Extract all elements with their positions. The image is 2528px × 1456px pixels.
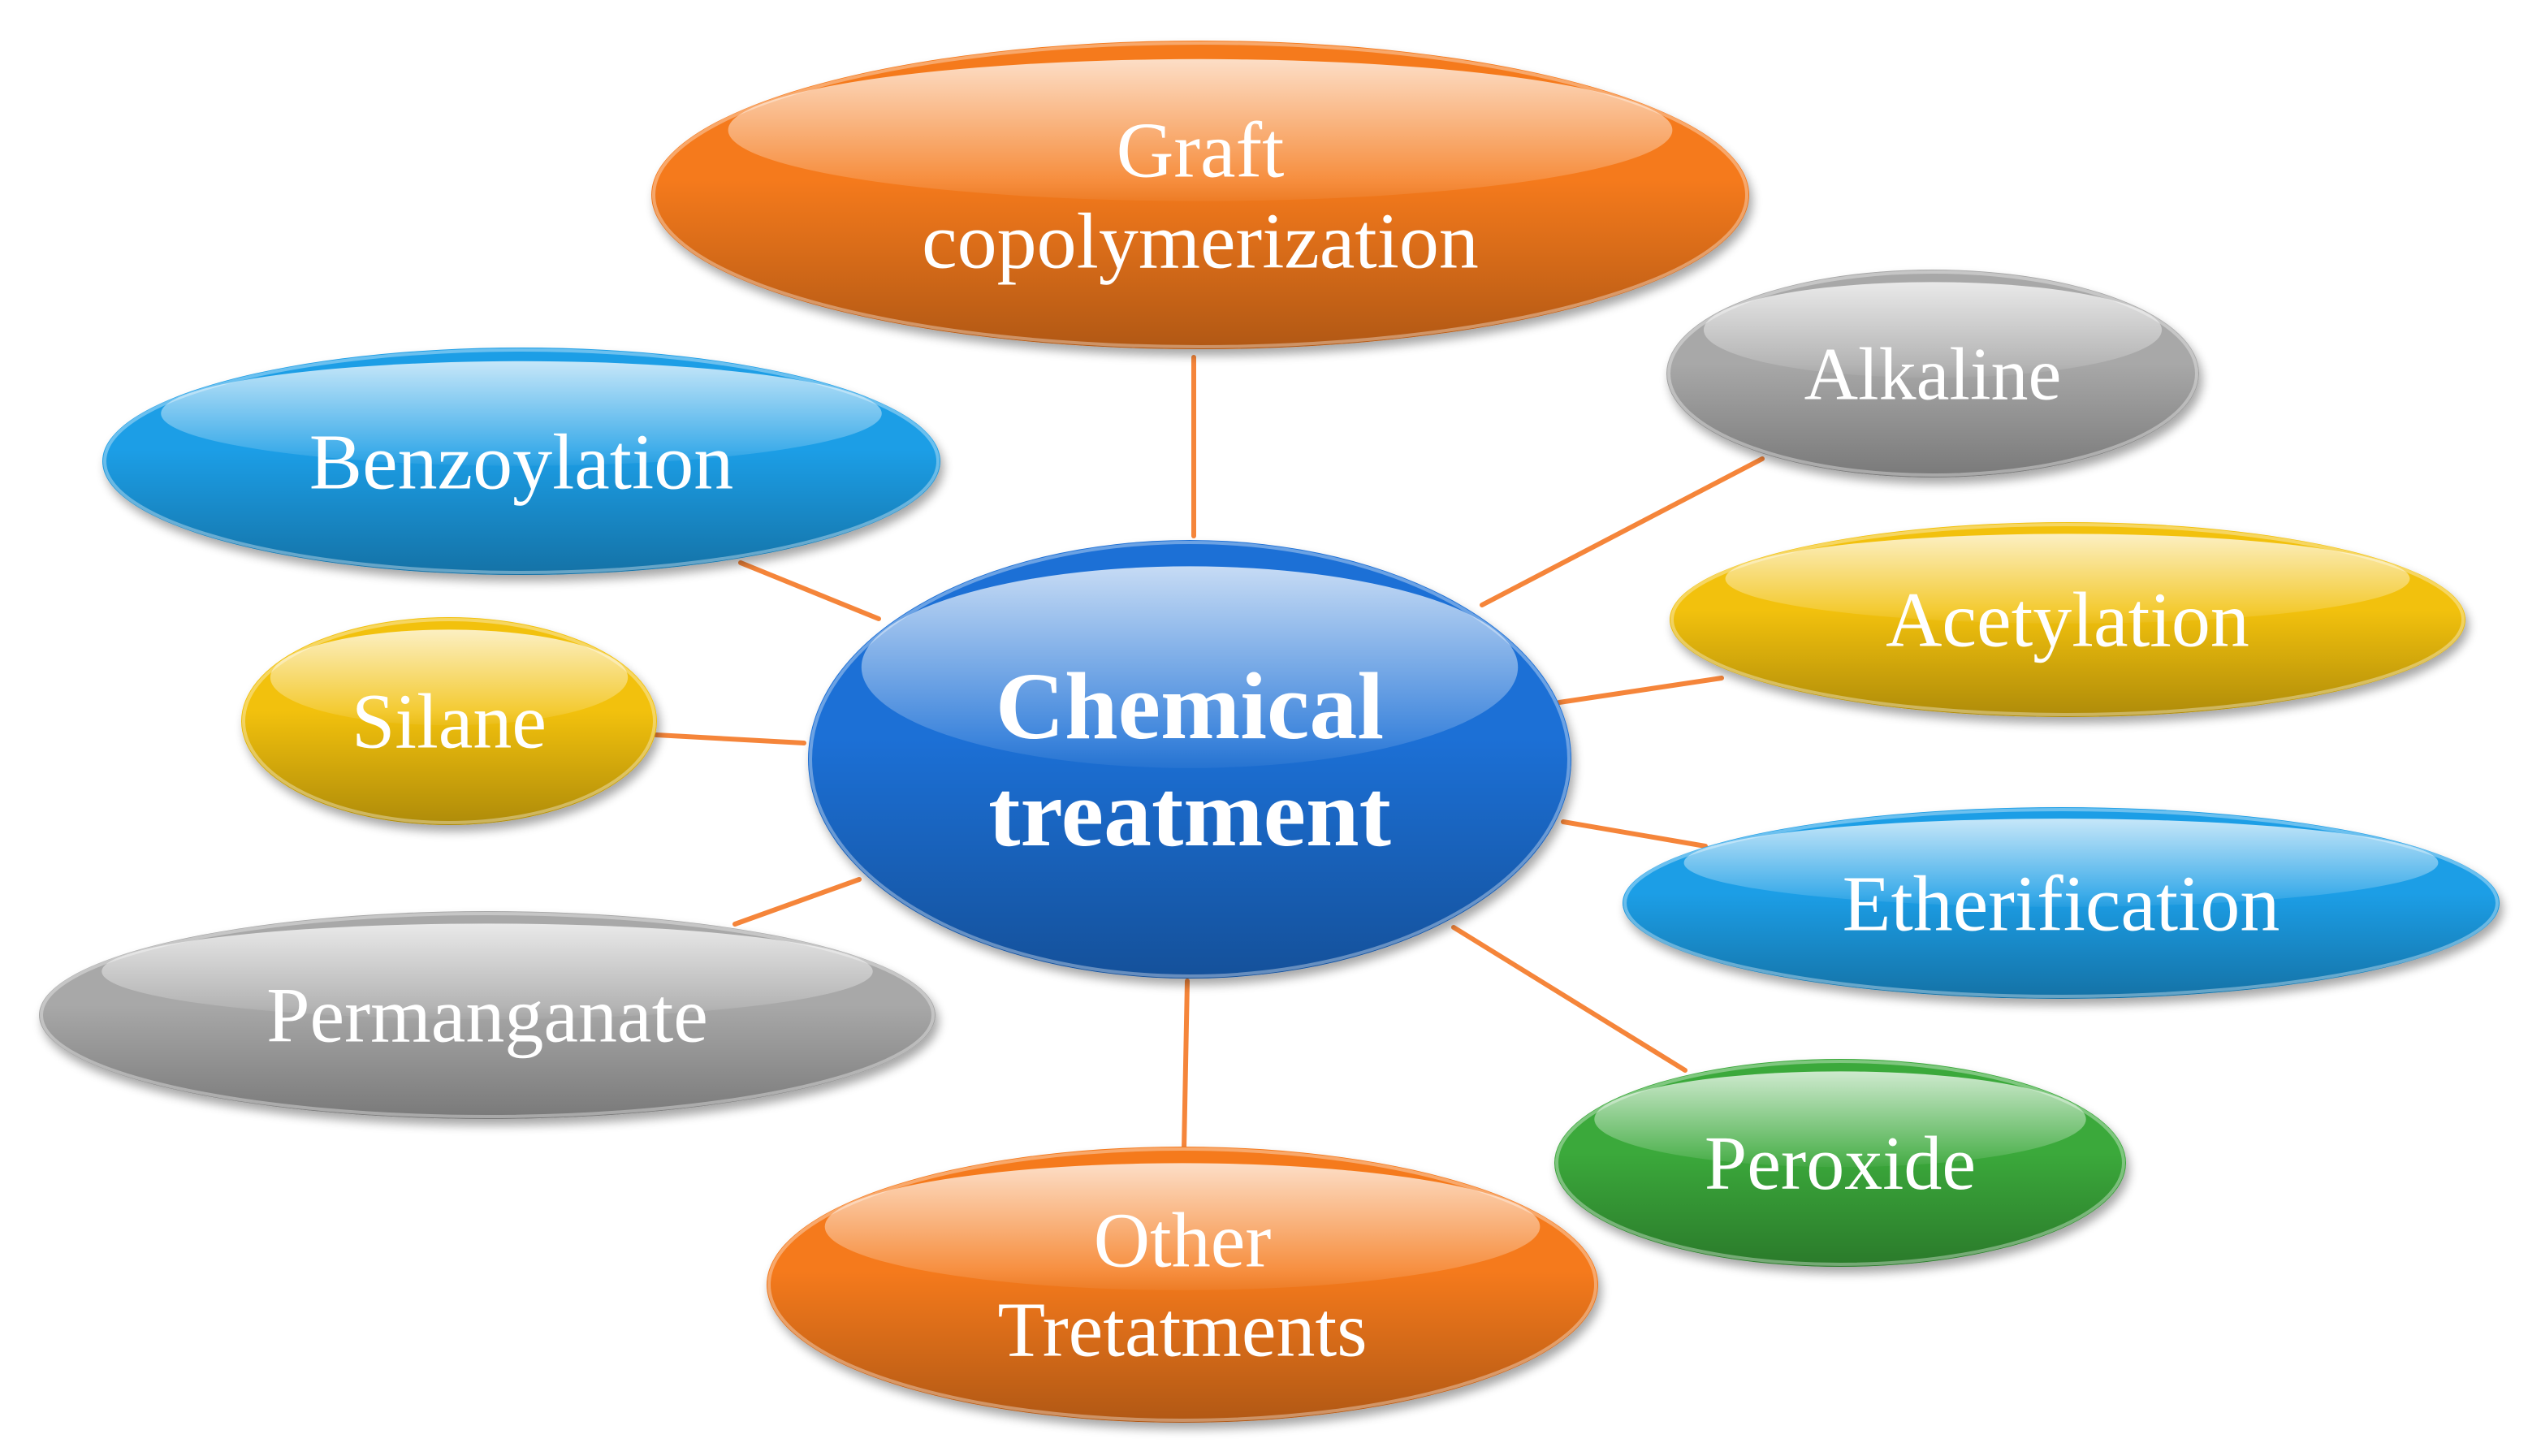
node-etherification-rim [1623, 808, 2499, 998]
node-acetylation-rim [1670, 523, 2465, 716]
node-other-tretatments-rim [767, 1147, 1597, 1422]
node-permanganate-label-line-1: Permanganate [266, 972, 708, 1059]
node-permanganate-rim [40, 912, 935, 1118]
node-alkaline-gloss [1703, 282, 2163, 378]
node-silane-gloss [270, 629, 629, 726]
node-etherification-label-line-1: Etherification [1843, 860, 2280, 948]
node-silane-rim [242, 618, 656, 824]
node-etherification-gloss [1683, 819, 2439, 907]
node-acetylation: Acetylation [1670, 522, 2465, 717]
node-acetylation-gloss [1725, 534, 2410, 624]
center-chemical-treatment-label-line-2: treatment [988, 760, 1391, 866]
node-benzoylation-label-line-1: Benzoylation [309, 418, 734, 506]
node-acetylation-label-line-1: Acetylation [1886, 577, 2249, 663]
node-graft-copolymerization-rim [652, 41, 1748, 348]
node-alkaline-label-line-1: Alkaline [1804, 332, 2062, 415]
connector-permanganate [732, 877, 862, 927]
center-chemical-treatment-rim [809, 541, 1571, 978]
node-silane-label-line-1: Silane [352, 678, 547, 765]
node-alkaline-rim [1667, 270, 2198, 477]
connector-silane [654, 732, 806, 745]
node-alkaline: Alkaline [1666, 270, 2199, 477]
node-graft-copolymerization-label-line-1: Graft [1117, 106, 1285, 194]
node-other-tretatments-gloss [824, 1163, 1541, 1290]
connector-lines [654, 355, 1765, 1151]
connector-alkaline [1480, 456, 1765, 607]
node-permanganate-gloss [102, 923, 873, 1020]
node-silane: Silane [241, 617, 657, 825]
connector-peroxide [1451, 925, 1687, 1073]
node-graft-copolymerization-label-line-2: copolymerization [922, 197, 1479, 285]
connector-benzoylation [738, 560, 881, 621]
connector-other-tretatments [1182, 979, 1190, 1151]
center-chemical-treatment-gloss [861, 566, 1519, 768]
connector-acetylation [1557, 676, 1724, 705]
node-benzoylation: Benzoylation [102, 348, 940, 575]
node-peroxide: Peroxide [1554, 1059, 2126, 1267]
node-etherification: Etherification [1623, 807, 2500, 999]
node-graft-copolymerization-gloss [728, 58, 1673, 201]
node-peroxide-gloss [1594, 1071, 2086, 1168]
connector-etherification [1561, 819, 1708, 849]
treatment-nodes: GraftcopolymerizationAlkalineAcetylation… [39, 41, 2500, 1423]
node-benzoylation-gloss [161, 361, 882, 466]
node-peroxide-rim [1555, 1060, 2125, 1266]
node-permanganate: Permanganate [39, 911, 936, 1119]
center-chemical-treatment-label-line-1: Chemical [996, 653, 1384, 759]
node-other-tretatments-label-line-1: Other [1094, 1197, 1272, 1284]
node-other-tretatments-label-line-2: Tretatments [997, 1286, 1367, 1373]
node-benzoylation-rim [103, 348, 940, 574]
node-peroxide-label-line-1: Peroxide [1705, 1121, 1976, 1206]
